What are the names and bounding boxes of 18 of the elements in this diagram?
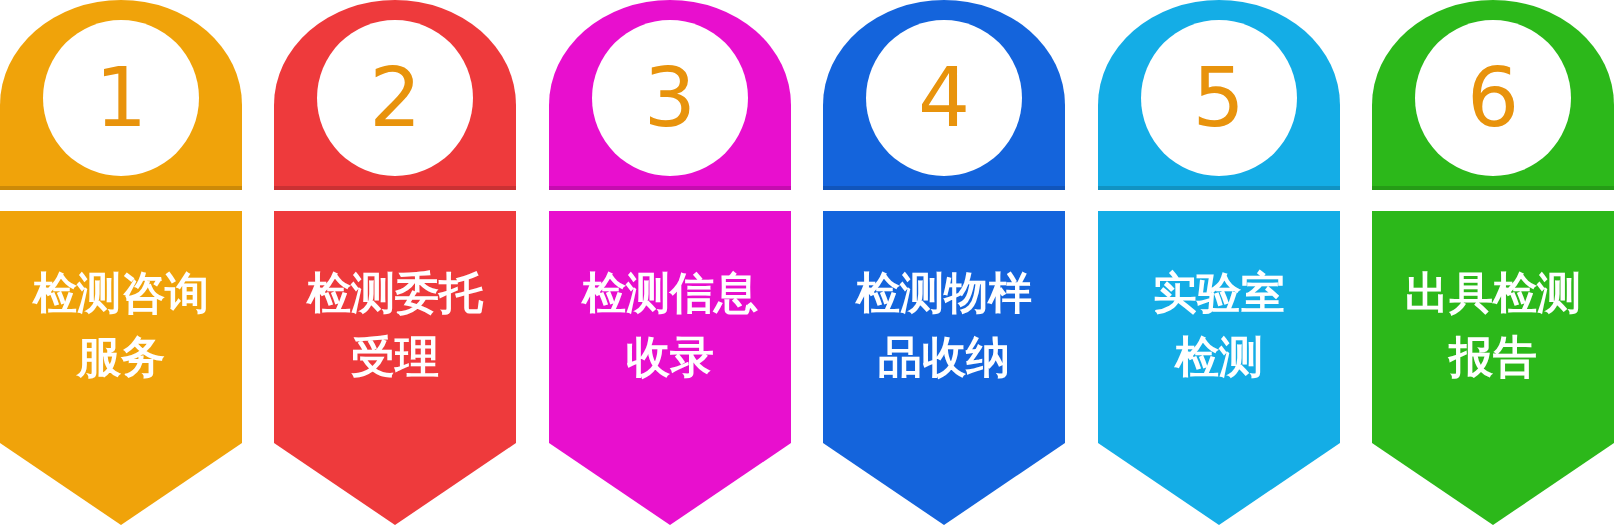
step-label: 出具检测报告 [1404,266,1582,384]
number-tab [1372,0,1614,190]
step-number: 1 [43,20,199,176]
number-tab [548,0,791,190]
number-tab [0,0,242,190]
step-number: 2 [317,20,474,176]
step-number: 4 [866,20,1023,176]
number-tab [823,0,1066,190]
step-number: 5 [1140,20,1297,176]
number-tab [274,0,517,190]
step-label: 检测物样品收纳 [854,266,1034,384]
step-label: 实验室检测 [1151,266,1286,384]
step-number: 6 [1415,20,1571,176]
step-number: 3 [591,20,748,176]
step-label: 检测咨询服务 [31,266,210,384]
step-label: 检测委托受理 [305,266,485,384]
step-label: 检测信息收录 [580,266,759,384]
number-tab [1097,0,1340,190]
